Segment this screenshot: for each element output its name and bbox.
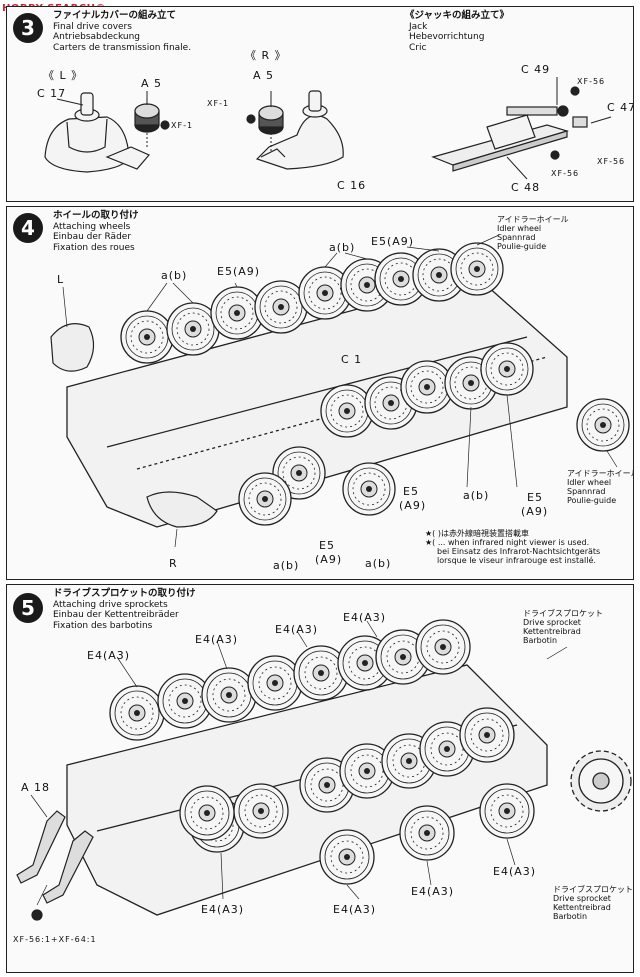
drive-sprocket bbox=[570, 750, 632, 812]
label-e5: E5 bbox=[527, 491, 543, 504]
label-e4a3: E4(A3) bbox=[333, 903, 377, 916]
label-a9: (A9) bbox=[315, 553, 343, 566]
label-ab: a(b) bbox=[329, 241, 356, 254]
note-de: bei Einsatz des Infrarot-Nachtsichtgerät… bbox=[437, 547, 601, 556]
jack-de: Hebevorrichtung bbox=[409, 32, 485, 42]
paint-mix: XF-56:1+XF-64:1 bbox=[13, 935, 97, 944]
sprocket-label-top: ドライブスプロケット Drive sprocket Kettentreibrad… bbox=[523, 609, 603, 645]
step-3-titles: ファイナルカバーの組み立て Final drive covers Antrieb… bbox=[53, 10, 192, 53]
sprocket-fr: Barbotin bbox=[523, 636, 558, 645]
label-ab: a(b) bbox=[273, 559, 300, 572]
idler-jp: アイドラーホイール bbox=[567, 469, 634, 478]
title-en: Attaching drive sprockets bbox=[53, 599, 168, 610]
jack-fr: Cric bbox=[409, 42, 427, 53]
jack-jp: 《ジャッキの組み立て》 bbox=[405, 10, 510, 21]
idler-en: Idler wheel bbox=[497, 224, 542, 233]
label-e5: E5 bbox=[403, 485, 419, 498]
part-a5-right: A 5 bbox=[253, 69, 275, 82]
part-c49: C 49 bbox=[521, 63, 551, 76]
title-jp: ドライブスプロケットの取り付け bbox=[53, 588, 196, 599]
sprocket-jp: ドライブスプロケット bbox=[553, 885, 633, 894]
label-e4a3: E4(A3) bbox=[201, 903, 245, 916]
sprocket-label-bottom: ドライブスプロケット Drive sprocket Kettentreibrad… bbox=[553, 885, 633, 921]
title-jp: ファイナルカバーの組み立て bbox=[53, 10, 177, 21]
step-4-titles: ホイールの取り付け Attaching wheels Einbau der Rä… bbox=[53, 210, 139, 253]
title-en: Final drive covers bbox=[53, 21, 132, 32]
note-fr: lorsque le viseur infrarouge est install… bbox=[437, 556, 596, 565]
step-4-panel: 4 ホイールの取り付け Attaching wheels Einbau der … bbox=[6, 206, 634, 580]
sprocket-de: Kettentreibrad bbox=[553, 903, 611, 912]
idler-fr: Poulie-guide bbox=[567, 496, 617, 505]
part-c17: C 17 bbox=[37, 87, 67, 100]
step-3-panel: 3 ファイナルカバーの組み立て Final drive covers Antri… bbox=[6, 6, 634, 202]
paint-xf56-b: XF-56 bbox=[597, 157, 626, 166]
label-a9: (A9) bbox=[399, 499, 427, 512]
part-a5-left: A 5 bbox=[141, 77, 163, 90]
label-ab: a(b) bbox=[463, 489, 490, 502]
part-c48: C 48 bbox=[511, 181, 541, 194]
sprocket-fr: Barbotin bbox=[553, 912, 588, 921]
idler-label-bottom: アイドラーホイール Idler wheel Spannrad Poulie-gu… bbox=[567, 469, 634, 505]
step-5-panel: 5 ドライブスプロケットの取り付け Attaching drive sprock… bbox=[6, 584, 634, 973]
label-e4a3: E4(A3) bbox=[195, 633, 239, 646]
label-a9: (A9) bbox=[521, 505, 549, 518]
part-c16: C 16 bbox=[337, 179, 367, 192]
label-e4a3: E4(A3) bbox=[411, 885, 455, 898]
part-c47: C 47 bbox=[607, 101, 634, 114]
sprocket-en: Drive sprocket bbox=[553, 894, 611, 903]
step-number: 4 bbox=[13, 213, 43, 243]
note-jp: ★( )は赤外線暗視装置搭載車 bbox=[425, 529, 529, 538]
title-de: Einbau der Räder bbox=[53, 232, 132, 242]
step-4-drawing bbox=[50, 234, 630, 548]
idler-jp: アイドラーホイール bbox=[497, 215, 569, 224]
idler-en: Idler wheel bbox=[567, 478, 612, 487]
paint-xf56-a: XF-56 bbox=[577, 77, 606, 86]
infrared-note: ★( )は赤外線暗視装置搭載車 ★( ... when infrared nig… bbox=[425, 529, 600, 565]
title-fr: Fixation des roues bbox=[53, 242, 135, 253]
label-e5a9: E5(A9) bbox=[371, 235, 415, 248]
step-5-drawing bbox=[16, 619, 632, 921]
label-c1: C 1 bbox=[341, 353, 363, 366]
title-de: Antriebsabdeckung bbox=[53, 32, 141, 42]
title-de: Einbau der Kettentreibräder bbox=[53, 610, 179, 620]
label-e4a3: E4(A3) bbox=[493, 865, 537, 878]
label-e4a3: E4(A3) bbox=[87, 649, 131, 662]
sprocket-jp: ドライブスプロケット bbox=[523, 609, 603, 618]
paint-xf56-c: XF-56 bbox=[551, 169, 580, 178]
paint-xf1-left: XF-1 bbox=[171, 121, 194, 130]
step-number: 3 bbox=[13, 13, 43, 43]
idler-de: Spannrad bbox=[497, 233, 536, 242]
idler-label-top: アイドラーホイール Idler wheel Spannrad Poulie-gu… bbox=[497, 215, 569, 251]
label-ab: a(b) bbox=[365, 557, 392, 570]
step-3-drawing bbox=[44, 77, 612, 180]
left-tag: 《 L 》 bbox=[43, 69, 84, 82]
label-ab: a(b) bbox=[161, 269, 188, 282]
label-r: R bbox=[169, 557, 178, 570]
jack-en: Jack bbox=[409, 21, 428, 32]
note-en: ★( ... when infrared night viewer is use… bbox=[425, 538, 590, 547]
label-e5: E5 bbox=[319, 539, 335, 552]
sprocket-en: Drive sprocket bbox=[523, 618, 581, 627]
step-number: 5 bbox=[13, 593, 43, 623]
right-tag: 《 R 》 bbox=[245, 49, 287, 62]
idler-fr: Poulie-guide bbox=[497, 242, 547, 251]
paint-xf1-right: XF-1 bbox=[207, 99, 230, 108]
step-5-titles: ドライブスプロケットの取り付け Attaching drive sprocket… bbox=[53, 588, 196, 631]
idler-de: Spannrad bbox=[567, 487, 606, 496]
label-a18: A 18 bbox=[21, 781, 51, 794]
sprocket-de: Kettentreibrad bbox=[523, 627, 581, 636]
label-e4a3: E4(A3) bbox=[343, 611, 387, 624]
title-jp: ホイールの取り付け bbox=[53, 210, 139, 221]
title-fr: Fixation des barbotins bbox=[53, 620, 153, 631]
label-e5a9: E5(A9) bbox=[217, 265, 261, 278]
label-e4a3: E4(A3) bbox=[275, 623, 319, 636]
title-en: Attaching wheels bbox=[53, 221, 131, 232]
title-fr: Carters de transmission finale. bbox=[53, 42, 192, 53]
jack-titles: 《ジャッキの組み立て》 Jack Hebevorrichtung Cric bbox=[405, 10, 510, 53]
label-l: L bbox=[57, 273, 65, 286]
